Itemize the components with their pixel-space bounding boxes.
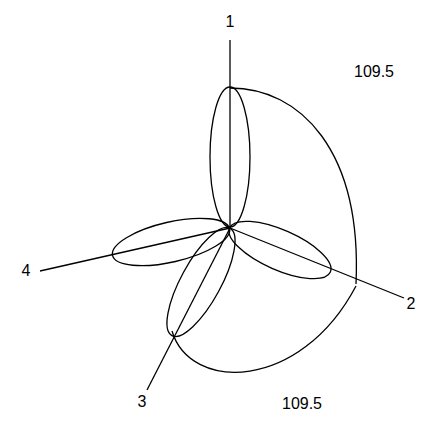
orbital-lobe xyxy=(154,219,247,345)
axis-line xyxy=(147,228,230,390)
axis-number: 3 xyxy=(137,393,148,411)
angle-arc xyxy=(172,286,356,372)
axis-line xyxy=(229,40,230,228)
orbital-lobe xyxy=(108,209,234,275)
angle-arc xyxy=(230,88,356,284)
angle-value: 109.5 xyxy=(353,63,395,81)
orbital-lobe xyxy=(222,210,339,291)
axis-number: 1 xyxy=(225,13,236,31)
axis-number: 2 xyxy=(406,295,417,313)
angle-value: 109.5 xyxy=(281,395,323,413)
axis-line xyxy=(230,228,404,298)
orbital-lobe xyxy=(210,87,250,227)
axis-number: 4 xyxy=(21,262,32,280)
axis-line xyxy=(40,228,230,271)
